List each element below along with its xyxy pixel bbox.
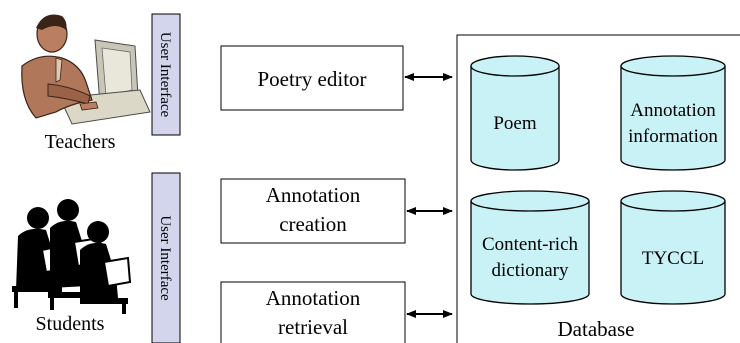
- annotation-creation-label-line2: creation: [279, 212, 347, 236]
- tyccl-store-label: TYCCL: [642, 248, 704, 269]
- teachers-label: Teachers: [45, 131, 116, 153]
- annotation-information-label-line1: Annotation: [630, 100, 716, 121]
- students-user-interface-bar: User Interface: [151, 172, 181, 343]
- annotation-retrieval-label-line1: Annotation: [266, 286, 361, 310]
- annotation-creation-box: Annotation creation: [220, 178, 406, 244]
- teacher-at-computer-icon: [21, 14, 151, 125]
- students-reading-icon: [12, 199, 132, 314]
- annotation-retrieval-label-line2: retrieval: [278, 315, 348, 339]
- database-label: Database: [558, 317, 635, 341]
- annotation-information-label-line2: information: [628, 126, 718, 147]
- content-rich-dictionary-store: Content-rich dictionary: [470, 190, 590, 305]
- students-label: Students: [36, 313, 105, 335]
- database-container: Database: [456, 34, 740, 343]
- annotation-information-store: Annotation information: [620, 55, 726, 171]
- annotation-retrieval-box: Annotation retrieval: [220, 281, 406, 343]
- content-rich-dictionary-label-line2: dictionary: [491, 260, 569, 281]
- annotation-creation-label-line1: Annotation: [266, 183, 361, 207]
- students-user-interface-label: User Interface: [157, 215, 173, 301]
- teachers-user-interface-bar: User Interface: [151, 13, 181, 136]
- poem-store-label: Poem: [493, 113, 537, 134]
- tyccl-store: TYCCL: [620, 190, 726, 305]
- poetry-editor-label: Poetry editor: [257, 67, 366, 91]
- teachers-user-interface-label: User Interface: [157, 32, 173, 118]
- poetry-editor-box: Poetry editor: [220, 45, 404, 111]
- content-rich-dictionary-label-line1: Content-rich: [482, 234, 579, 255]
- poem-store: Poem: [470, 55, 560, 171]
